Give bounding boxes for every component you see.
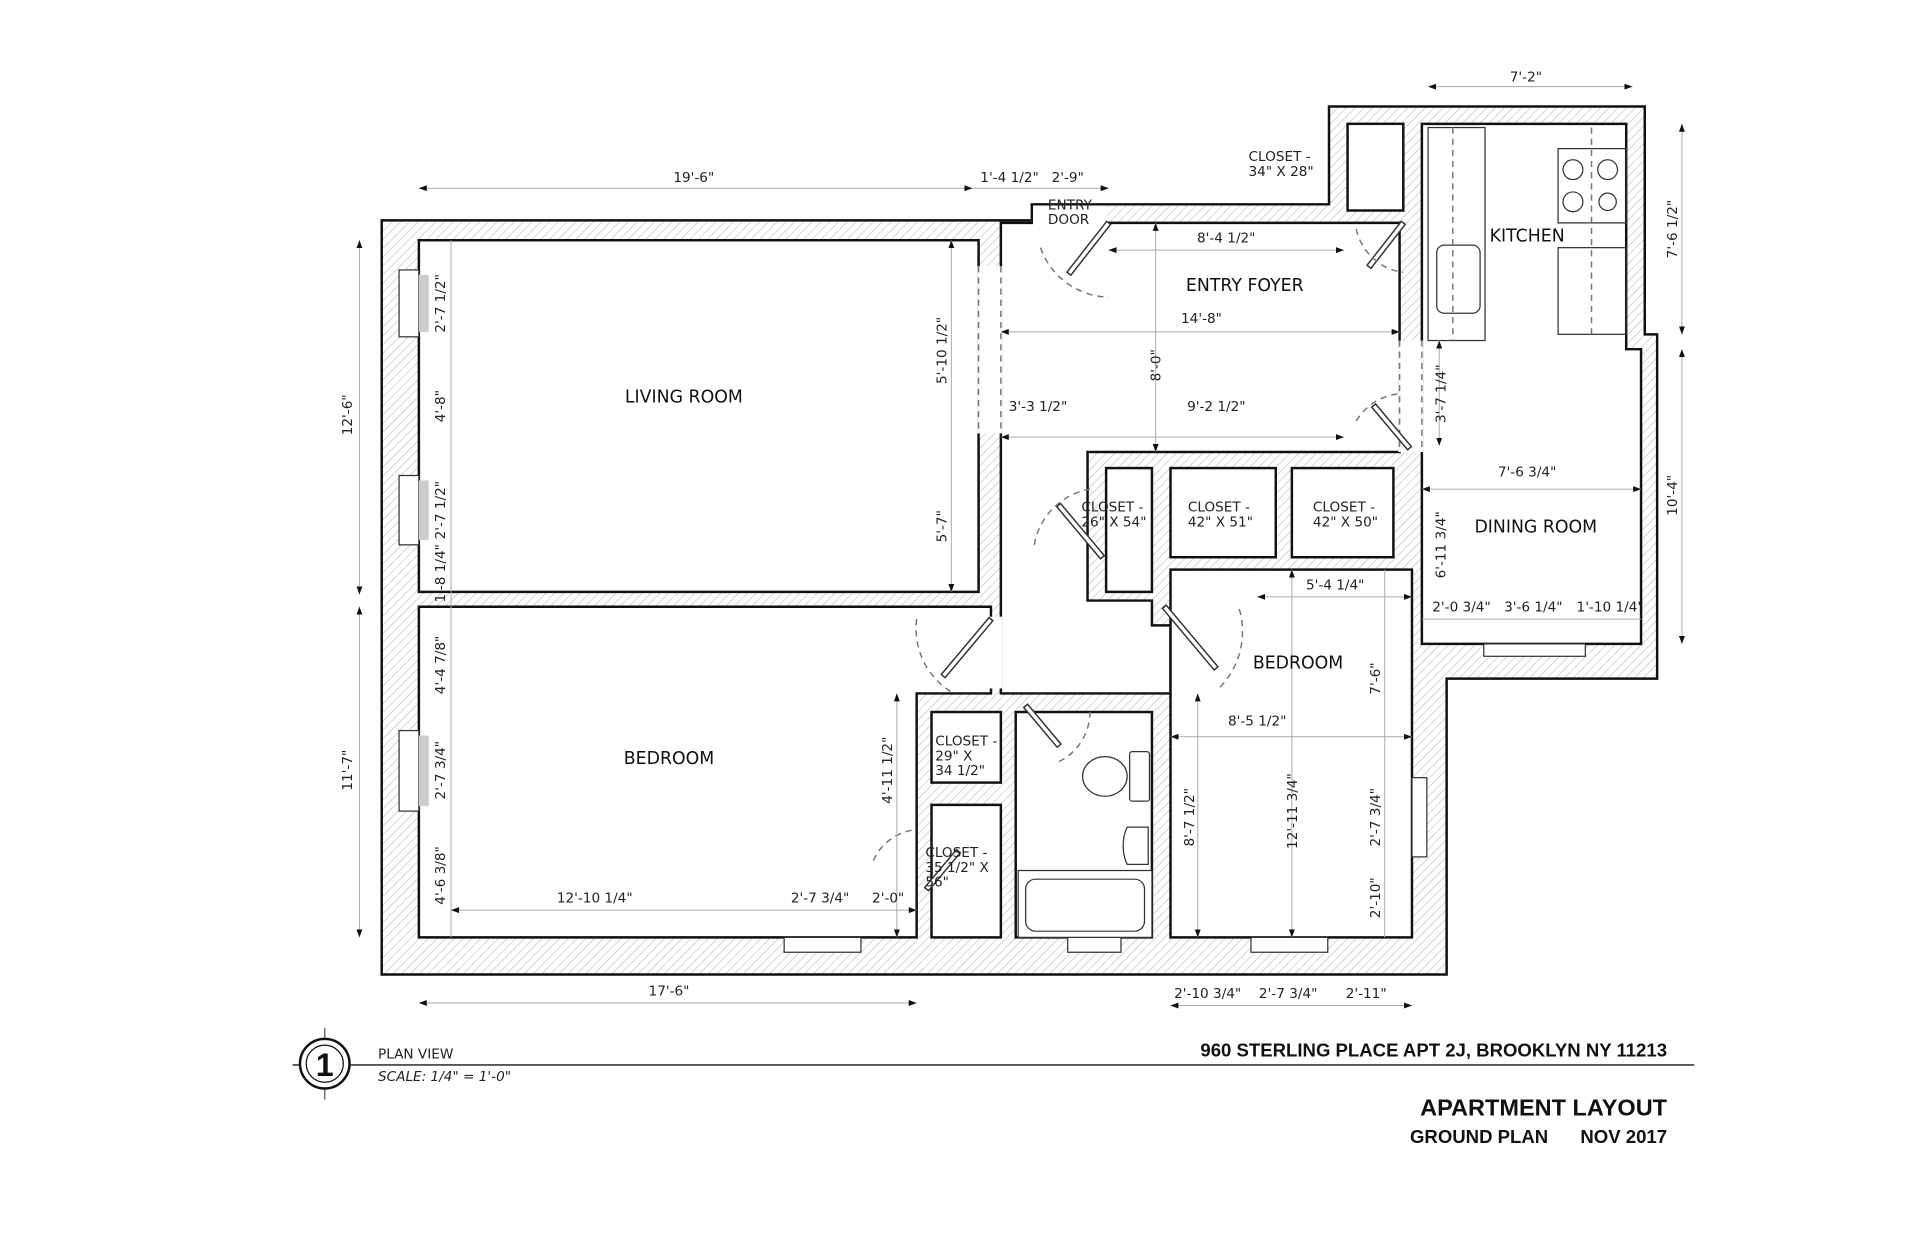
closet-a-door-icon[interactable]: [1033, 488, 1106, 560]
dimension-label: 2'-7 3/4": [791, 891, 849, 907]
bedroom-1-door-icon[interactable]: [915, 616, 994, 695]
dimension-label: 4'-8": [433, 390, 449, 422]
dimension-label: 10'-4": [1665, 475, 1681, 516]
foyer-kitchen-opening: [1398, 340, 1424, 452]
closet-top-area: [1346, 122, 1405, 212]
living-foyer-opening: [977, 266, 1003, 434]
bathroom-fixtures-icon: [1017, 751, 1153, 939]
dimension-label: 9'-2 1/2": [1187, 399, 1245, 415]
closet-label: CLOSET -: [1188, 499, 1250, 515]
project-address: 960 STERLING PLACE APT 2J, BROOKLYN NY 1…: [1200, 1039, 1667, 1060]
dimension-label: 12'-10 1/4": [557, 891, 633, 907]
dimension-label: 17'-6": [649, 984, 690, 1000]
dimension-label: 3'-7 1/4": [1433, 365, 1449, 423]
dimension-label: 2'-7 1/2": [433, 481, 449, 539]
closet-label: 29" X: [935, 748, 972, 764]
entry-door-label: ENTRY: [1048, 197, 1093, 213]
closet-label: 34" X 28": [1249, 164, 1314, 180]
view-title: PLAN VIEW: [378, 1047, 454, 1063]
closet-label: 56": [925, 875, 949, 891]
kitchen-counter-icon: [1427, 126, 1627, 342]
dimension-label: 4'-6 3/8": [433, 846, 449, 904]
dimension-label: 7'-6": [1368, 662, 1384, 694]
bedroom-2-door-icon[interactable]: [1161, 604, 1244, 688]
dimension-label: 8'-7 1/2": [1182, 788, 1198, 846]
room-label-kitchen: KITCHEN: [1490, 226, 1565, 246]
closet-label: CLOSET -: [1081, 499, 1143, 515]
kitchen-dining-area: [1420, 122, 1643, 646]
dimension-label: 2'-11": [1346, 986, 1387, 1002]
dimension-label: 2'-7 3/4": [1259, 986, 1317, 1002]
dimension-label: 3'-6 1/4": [1504, 600, 1562, 616]
dimension-label: 7'-6 1/2": [1665, 200, 1681, 258]
dimension-lines: [356, 83, 1685, 1009]
plan-name: GROUND PLAN: [1410, 1126, 1548, 1147]
dimension-label: 2'-7 1/2": [433, 274, 449, 332]
dimension-label: 2'-10 3/4": [1174, 986, 1241, 1002]
closet-label: CLOSET -: [935, 733, 997, 749]
room-label-living-room: LIVING ROOM: [625, 387, 743, 407]
closet-c-area: [1290, 466, 1395, 559]
bathroom-door-icon[interactable]: [1022, 703, 1091, 763]
closet-top-door-icon[interactable]: [1355, 220, 1407, 274]
window-icon: [398, 269, 1586, 953]
closet-label: 26" X 54": [1081, 514, 1146, 530]
dimension-label: 12'-6": [340, 394, 356, 435]
plan-date: NOV 2017: [1580, 1126, 1667, 1147]
dimension-label: 2'-7 3/4": [1368, 788, 1384, 846]
dimension-label: 6'-11 3/4": [1433, 511, 1449, 578]
dimension-label: 7'-2": [1510, 70, 1542, 86]
dimension-label: 8'-4 1/2": [1197, 231, 1255, 247]
closet-d-area: [930, 710, 1003, 784]
room-label-bedroom-1: BEDROOM: [624, 749, 714, 769]
bedroom-1-area: [417, 605, 993, 939]
dimension-label: 2'-0 3/4": [1432, 600, 1490, 616]
closet-label: CLOSET -: [925, 845, 987, 861]
dimension-label: 2'-10": [1368, 877, 1384, 918]
dimension-label: 14'-8": [1181, 311, 1222, 327]
closet-a-area: [1104, 466, 1154, 594]
dimension-label: 2'-0": [872, 891, 904, 907]
room-label-entry-foyer: ENTRY FOYER: [1186, 276, 1304, 296]
dimension-label: 19'-6": [673, 170, 714, 186]
closet-label: 35 1/2" X: [925, 860, 988, 876]
view-scale: SCALE: 1/4" = 1'-0": [378, 1069, 511, 1085]
dimension-labels: 19'-6" 1'-4 1/2" 2'-9" 7'-2" 8'-4 1/2" 1…: [340, 70, 1681, 1002]
dimension-label: 5'-7": [934, 510, 950, 542]
closet-label: CLOSET -: [1249, 149, 1311, 165]
dimension-label: 1'-10 1/4": [1577, 600, 1644, 616]
dimension-label: 5'-4 1/4": [1306, 577, 1364, 593]
view-number-badge-icon: 1: [298, 1027, 351, 1100]
dimension-label: 11'-7": [340, 750, 356, 791]
room-label-bedroom-2: BEDROOM: [1253, 654, 1343, 674]
closet-label: 42" X 51": [1188, 514, 1253, 530]
dimension-label: 5'-10 1/2": [934, 317, 950, 384]
entry-door-label: DOOR: [1048, 212, 1090, 228]
dimension-label: 8'-5 1/2": [1228, 714, 1286, 730]
dimension-label: 8'-0": [1149, 349, 1165, 381]
closet-b-area: [1169, 466, 1278, 559]
room-label-dining-room: DINING ROOM: [1474, 517, 1597, 537]
dining-door-icon[interactable]: [1355, 393, 1413, 451]
closet-label: CLOSET -: [1313, 499, 1375, 515]
dimension-label: 12'-11 3/4": [1285, 773, 1301, 849]
dimension-label: 1'-4 1/2": [980, 170, 1038, 186]
dimension-label: 3'-3 1/2": [1009, 399, 1067, 415]
closet-label: 34 1/2": [935, 763, 985, 779]
living-room-area: [417, 238, 980, 594]
svg-text:1: 1: [316, 1047, 334, 1083]
dimension-label: 1'-8 1/4": [433, 544, 449, 602]
sheet-title: APARTMENT LAYOUT: [1420, 1095, 1668, 1121]
entry-door-icon[interactable]: [1039, 220, 1112, 298]
entry-opening: [1033, 205, 1108, 239]
closet-label: 42" X 50": [1313, 514, 1378, 530]
dimension-label: 7'-6 3/4": [1498, 465, 1556, 481]
dimension-label: 2'-9": [1052, 170, 1084, 186]
dimension-label: 4'-4 7/8": [433, 636, 449, 694]
dimension-label: 4'-11 1/2": [880, 737, 896, 804]
closet-e-door-icon[interactable]: [872, 828, 962, 892]
dimension-label: 2'-7 3/4": [433, 741, 449, 799]
